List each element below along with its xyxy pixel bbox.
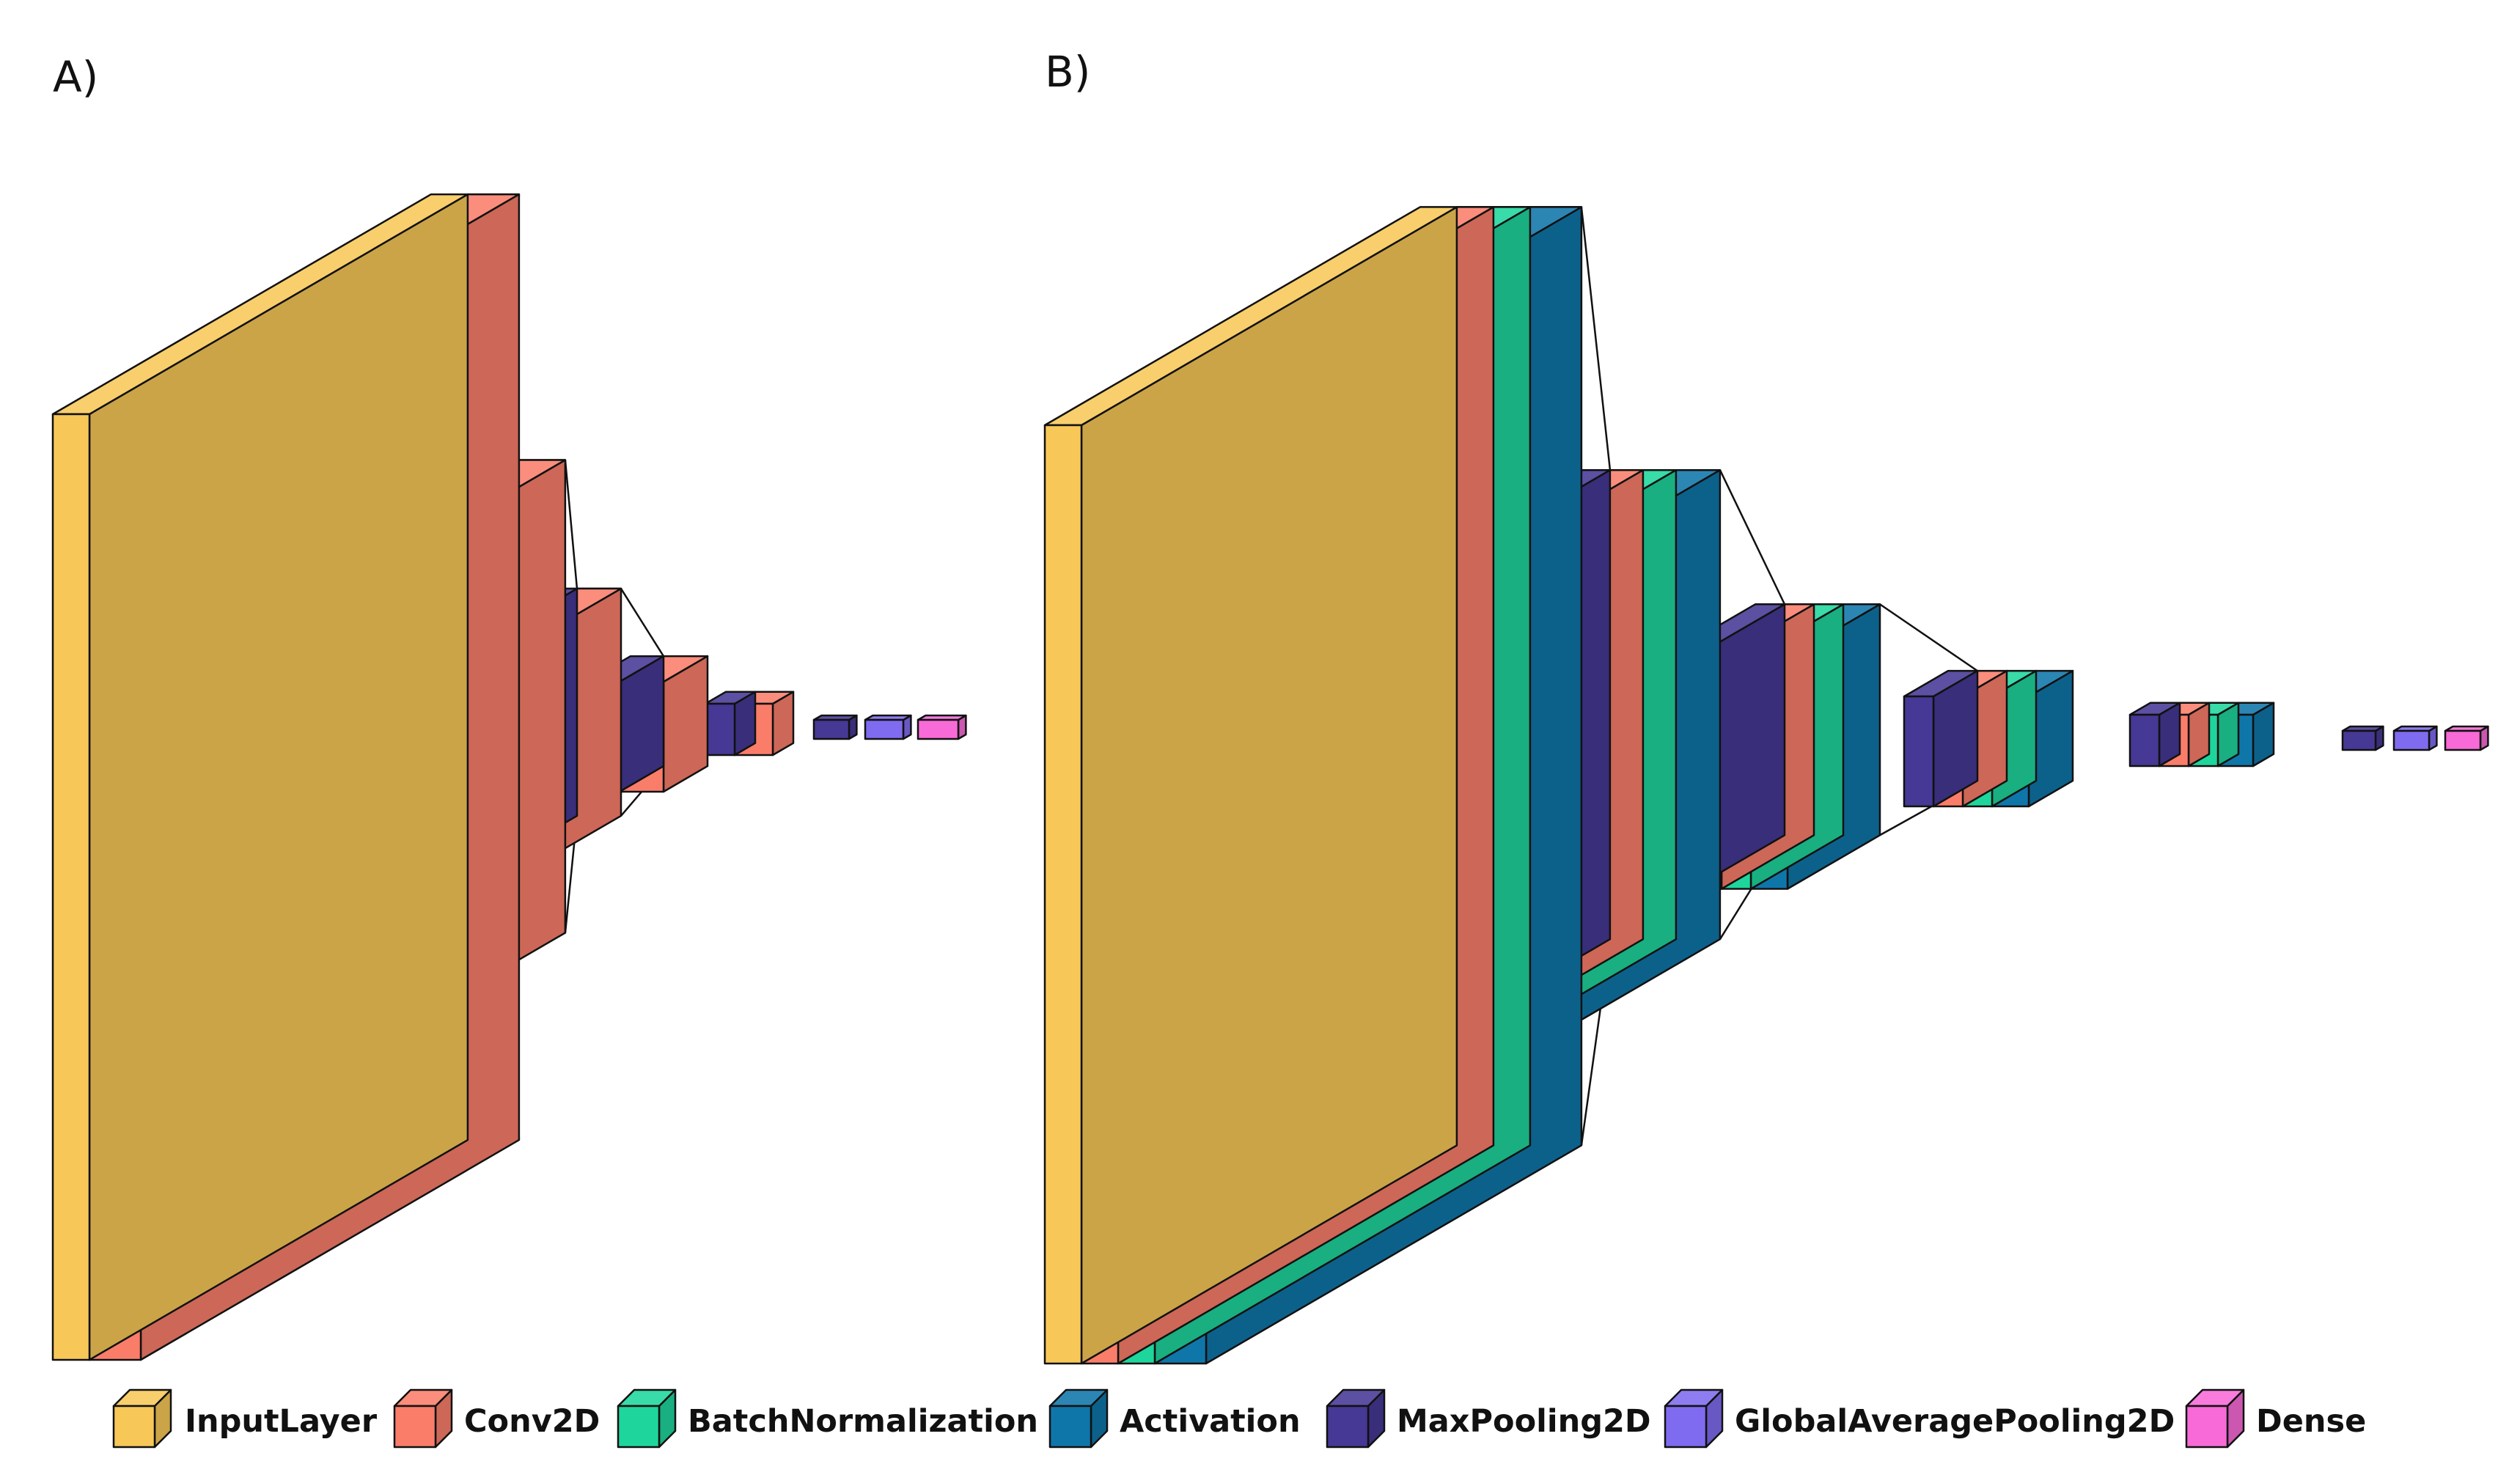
legend-swatch-maxpooling2d [1326, 1388, 1386, 1449]
legend-label-conv2d: Conv2D [464, 1403, 600, 1440]
legend-swatch-batch-normalization [617, 1388, 677, 1449]
connector-line [564, 460, 578, 589]
legend-item-conv2d: Conv2D [393, 1388, 600, 1449]
panel-b-architecture [1043, 206, 2489, 1365]
panel-b-layer-max-pooling2d [2341, 725, 2384, 751]
legend-label-maxpooling2d: MaxPooling2D [1397, 1403, 1651, 1440]
panel-b-layer-input-layer [1043, 206, 1458, 1365]
panel-a-layer-input-layer [51, 193, 469, 1361]
panel-a-layer-global-average-pooling2d [864, 714, 912, 740]
connector-line [1719, 469, 1786, 605]
panel-a-architecture [51, 193, 967, 1361]
legend-swatch-global-average-pooling2d [1664, 1388, 1724, 1449]
legend-swatch-input-layer [112, 1388, 172, 1449]
legend-label-input-layer: InputLayer [185, 1403, 378, 1440]
legend-item-dense: Dense [2185, 1388, 2366, 1449]
panel-b-label: B) [1045, 47, 1090, 97]
panel-b-layer-max-pooling2d [1903, 669, 1979, 808]
legend-label-dense: Dense [2256, 1403, 2366, 1440]
connector-line [1879, 603, 1978, 672]
panel-a-layer-max-pooling2d [812, 714, 858, 740]
connector-line [620, 588, 665, 657]
legend-item-global-average-pooling2d: GlobalAveragePooling2D [1664, 1388, 2175, 1449]
legend-swatch-conv2d [393, 1388, 453, 1449]
panel-b-layer-max-pooling2d [2128, 702, 2181, 768]
panel-a-label: A) [53, 52, 98, 102]
panel-a-layer-max-pooling2d [704, 691, 757, 757]
legend: InputLayer Conv2D BatchNormalization Act… [112, 1388, 2366, 1449]
connector-line [1580, 207, 1612, 471]
legend-item-input-layer: InputLayer [112, 1388, 378, 1449]
legend-label-batch-normalization: BatchNormalization [688, 1403, 1038, 1440]
legend-label-activation: Activation [1120, 1403, 1301, 1440]
legend-label-global-average-pooling2d: GlobalAveragePooling2D [1735, 1403, 2175, 1440]
legend-item-maxpooling2d: MaxPooling2D [1326, 1388, 1651, 1449]
legend-item-batch-normalization: BatchNormalization [617, 1388, 1038, 1449]
legend-swatch-activation [1048, 1388, 1109, 1449]
panel-b-layer-dense [2444, 725, 2489, 751]
panel-b-layer-global-average-pooling2d [2392, 725, 2438, 751]
panel-a-layer-dense [916, 714, 967, 740]
legend-swatch-dense [2185, 1388, 2245, 1449]
legend-item-activation: Activation [1048, 1388, 1301, 1449]
